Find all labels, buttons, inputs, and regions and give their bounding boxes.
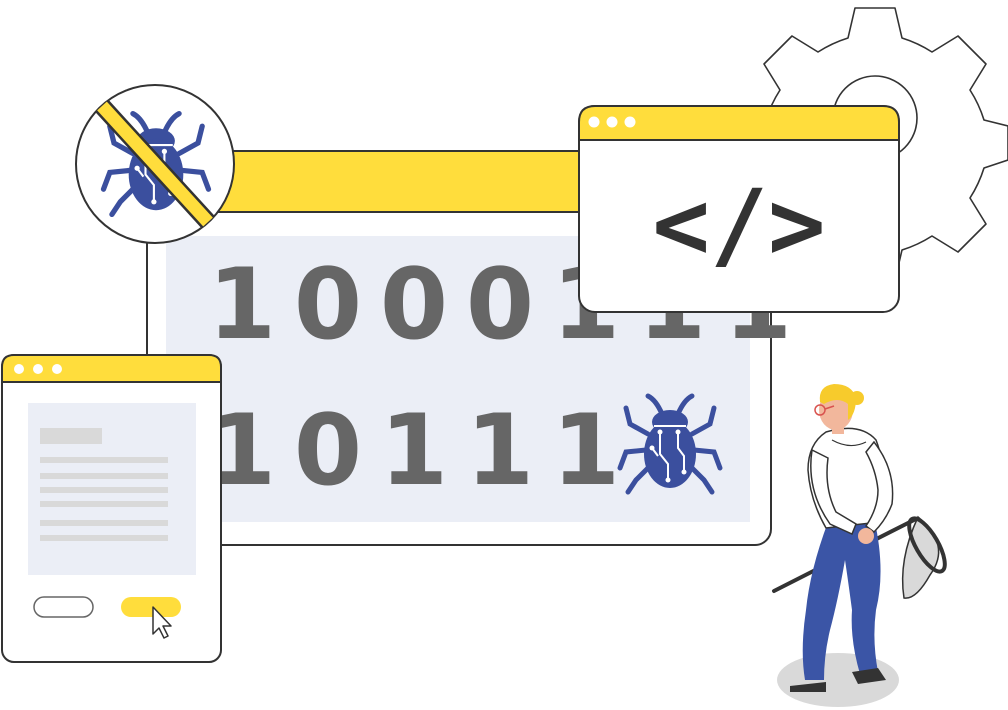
binary-digit: 0 bbox=[380, 248, 448, 362]
binary-digit: 1 bbox=[208, 248, 276, 362]
binary-digit: 1 bbox=[552, 394, 620, 508]
form-window bbox=[1, 354, 222, 663]
binary-row-2: 1 0 1 1 1 bbox=[208, 394, 620, 508]
code-tag-icon: </> bbox=[652, 169, 825, 281]
binary-digit: 1 bbox=[466, 394, 534, 508]
code-window: </> bbox=[578, 105, 900, 313]
binary-digit: 0 bbox=[294, 394, 362, 508]
form-line-placeholder bbox=[40, 473, 168, 479]
window-dot bbox=[606, 116, 618, 128]
window-dot bbox=[624, 116, 636, 128]
form-line-placeholder bbox=[40, 535, 168, 541]
person-figure bbox=[772, 384, 947, 707]
form-line-placeholder bbox=[40, 520, 168, 526]
window-dot bbox=[33, 364, 43, 374]
cursor-icon bbox=[152, 606, 172, 639]
form-line-placeholder bbox=[40, 501, 168, 507]
binary-digit: 0 bbox=[294, 248, 362, 362]
form-heading-placeholder bbox=[40, 428, 102, 444]
submit-button[interactable] bbox=[121, 597, 181, 617]
window-dot bbox=[52, 364, 62, 374]
binary-digit: 0 bbox=[466, 248, 534, 362]
form-line-placeholder bbox=[40, 487, 168, 493]
cancel-button[interactable] bbox=[33, 596, 94, 618]
window-dot bbox=[588, 116, 600, 128]
binary-digit: 1 bbox=[380, 394, 448, 508]
form-line-placeholder bbox=[40, 457, 168, 463]
window-dot bbox=[14, 364, 24, 374]
no-bug-icon bbox=[75, 84, 235, 244]
